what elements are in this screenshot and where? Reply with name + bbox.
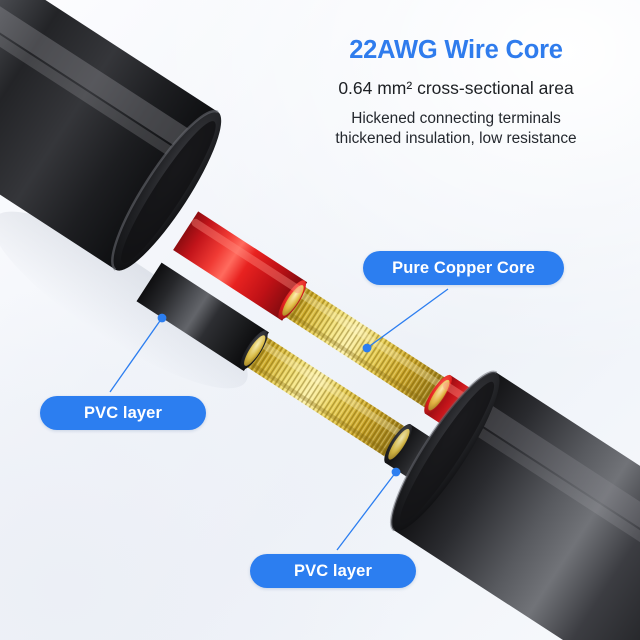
leader-pvc-bottom	[336, 471, 397, 551]
leader-lines	[109, 288, 449, 551]
spec-subtitle: 0.64 mm² cross-sectional area	[338, 77, 574, 98]
feature-line-2: thickened insulation, low resistance	[335, 130, 577, 148]
leader-pvc-left	[109, 317, 163, 393]
leader-copper	[366, 288, 449, 349]
feature-description: Hickened connecting terminals thickened …	[282, 109, 630, 150]
anchor-dot-pvc-left	[157, 313, 167, 323]
anchor-dot-pvc-bottom	[391, 467, 401, 477]
leader-dots	[157, 313, 401, 477]
callout-pvc-layer-bottom: PVC layer	[250, 554, 416, 588]
headline-block: 22AWG Wire Core 0.64 mm² cross-sectional…	[282, 36, 630, 150]
feature-line-1: Hickened connecting terminals	[351, 109, 561, 127]
page-title: 22AWG Wire Core	[349, 36, 563, 64]
callout-pure-copper-core: Pure Copper Core	[363, 251, 564, 285]
anchor-dot-copper	[362, 343, 372, 353]
callout-pvc-layer-left: PVC layer	[40, 396, 206, 430]
